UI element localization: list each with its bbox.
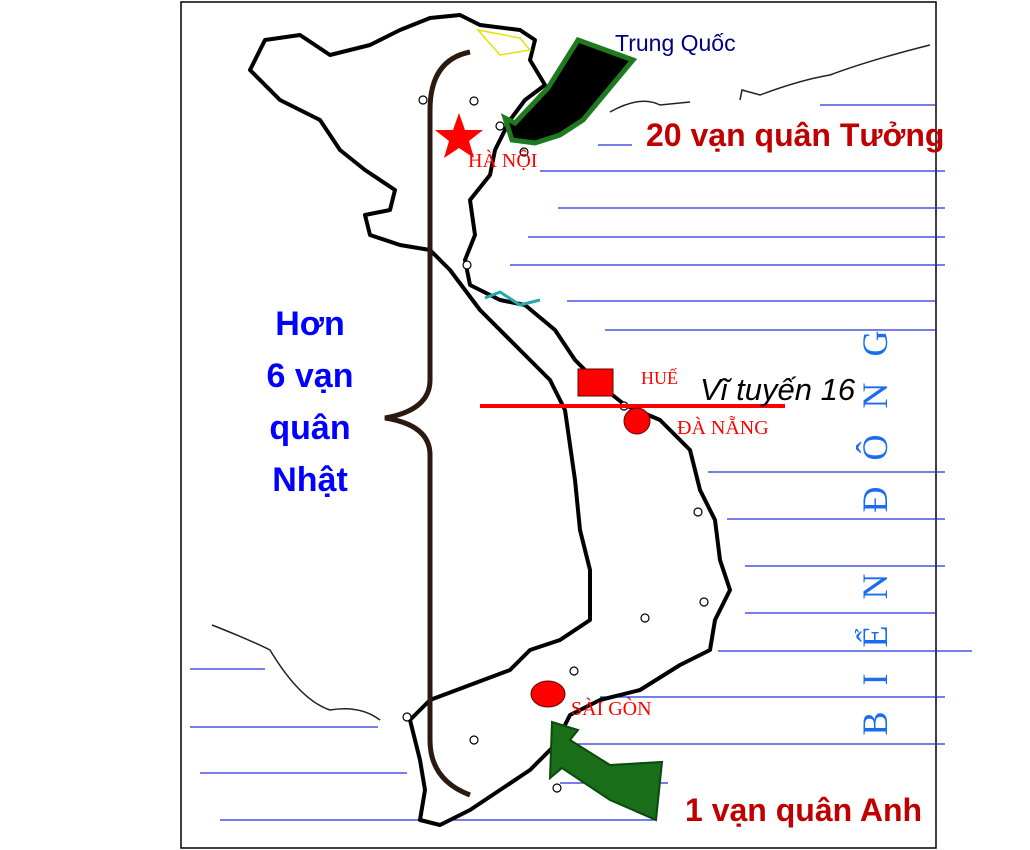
- label-saigon: SÀI GÒN: [571, 698, 652, 720]
- label-east-sea: BIỂN ĐÔNG: [855, 304, 895, 736]
- label-danang: ĐÀ NẴNG: [677, 417, 769, 439]
- border-area: [475, 28, 532, 56]
- label-chiang-troops: 20 vạn quân Tưởng: [646, 117, 945, 153]
- saigon-circle-icon: [530, 680, 566, 708]
- label-china: Trung Quốc: [615, 30, 736, 56]
- label-japan-troops: Hơn 6 vạn quân Nhật: [240, 298, 380, 506]
- vietnam-coastline: [248, 13, 732, 827]
- japan-brace: [384, 49, 471, 798]
- japan-line-4: Nhật: [272, 461, 348, 499]
- japan-line-1: Hơn: [275, 305, 345, 343]
- label-hanoi: HÀ NỘI: [468, 150, 538, 172]
- lagoon: [484, 290, 541, 307]
- label-british-troops: 1 vạn quân Anh: [685, 792, 923, 828]
- label-hue: HUẾ: [641, 368, 678, 388]
- japan-line-3: quân: [269, 409, 351, 447]
- british-arrow: [548, 720, 664, 822]
- sea-lines: [190, 104, 972, 821]
- danang-circle-icon: [623, 407, 651, 435]
- hanoi-star-icon: [435, 113, 483, 158]
- japan-line-2: 6 vạn: [266, 357, 354, 395]
- hue-square-icon: [577, 368, 614, 397]
- chiang-arrow: [500, 36, 638, 146]
- label-parallel-16: Vĩ tuyến 16: [700, 372, 856, 407]
- neighbor-borders: [211, 44, 931, 721]
- map-frame: [180, 1, 937, 849]
